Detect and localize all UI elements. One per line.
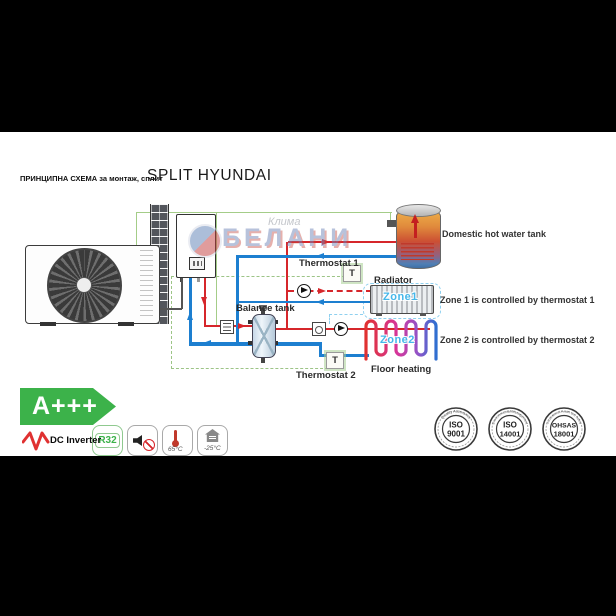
- pipe-hot-riser: [286, 242, 288, 330]
- fan-hub: [76, 277, 92, 293]
- pump-rotor: [338, 325, 345, 332]
- outdoor-unit-foot: [118, 322, 134, 326]
- display-pixels: [192, 260, 202, 266]
- check-valve-lines: [223, 323, 231, 331]
- balance-tank-bottom-stub: [261, 355, 265, 363]
- valve-dial: [315, 325, 323, 334]
- indoor-unit-display: [189, 257, 205, 270]
- thermostat1-label: Thermostat 1: [299, 258, 359, 269]
- zone1-note: Zone 1 is controlled by thermostat 1: [440, 295, 595, 305]
- balance-tank-port: [248, 320, 254, 324]
- wire-top-horizontal: [136, 212, 392, 214]
- page-title: SPLIT HYUNDAI: [147, 167, 272, 184]
- flow-arrow-right-icon: [318, 287, 326, 294]
- seal-org: ISO: [503, 421, 517, 430]
- wire-indoor-vertical: [216, 212, 218, 327]
- flow-arrow-left-icon: [203, 339, 211, 346]
- floor-heating-label: Floor heating: [371, 364, 432, 375]
- pipe-cold-riser: [236, 255, 239, 345]
- indoor-unit-stub: [197, 277, 200, 282]
- zone2-label: Zone2: [380, 334, 415, 346]
- motor-valve-icon: [312, 322, 326, 336]
- flow-arrow-up-icon: [187, 312, 193, 320]
- radiator-foot: [420, 313, 426, 316]
- pump-zone2-icon: [334, 322, 348, 336]
- coil-path: [364, 319, 438, 361]
- dhw-tank-coil: [401, 243, 434, 260]
- tank-flow-arrow-up-icon: [411, 214, 419, 223]
- thermometer-icon: [174, 430, 177, 443]
- pipe-hot-main: [274, 328, 430, 330]
- no-symbol-icon: [143, 439, 155, 451]
- flow-arrow-left-icon: [316, 298, 324, 305]
- radiator: [370, 285, 434, 314]
- flow-arrow-down-icon: [201, 297, 207, 305]
- flow-arrow-left-icon: [316, 252, 324, 259]
- radiator-foot: [376, 313, 382, 316]
- max-temp-label: 65°C: [168, 446, 183, 453]
- ohsas18001-seal: Occupational Health and Safety OHSAS 180…: [542, 407, 586, 451]
- thermostat2-sensor: T: [326, 352, 344, 369]
- balance-tank-top-valve: [259, 305, 267, 309]
- wire-thermostat1-horizontal: [171, 276, 345, 277]
- radiator-label: Radiator: [374, 275, 413, 286]
- iso14001-seal: Environmental Management ISO 14001: [488, 407, 532, 451]
- tank-sensor-port: [387, 220, 397, 227]
- balance-tank: [252, 314, 276, 358]
- pipe-cold-zone2-v: [319, 342, 322, 357]
- seal-number: 9001: [447, 430, 465, 439]
- wire-tank-drop: [390, 212, 392, 222]
- pipe-hot-dhw: [288, 241, 398, 243]
- zone1-label: Zone1: [383, 291, 418, 303]
- dhw-tank-label: Domestic hot water tank: [442, 229, 547, 239]
- zone1-boundary-link-h: [329, 314, 363, 315]
- pump-zone1-icon: [297, 284, 311, 298]
- outdoor-unit-foot: [40, 322, 56, 326]
- dc-inverter-wave-icon: [22, 431, 50, 451]
- thermometer-bulb: [172, 440, 179, 447]
- dc-inverter-label: DC Inverter: [50, 435, 102, 446]
- energy-class-label: A+++: [32, 392, 98, 420]
- balance-tank-label: Balance tank: [236, 303, 295, 314]
- tank-arrow-stem: [414, 222, 417, 238]
- min-temp-badge: -25°C: [197, 425, 228, 456]
- low-noise-badge: [127, 425, 158, 456]
- refrigerant-label: R32: [95, 433, 120, 448]
- seal-org: OHSAS: [552, 423, 577, 430]
- check-valve-icon: [220, 320, 234, 334]
- energy-class-arrow: A+++: [20, 388, 116, 425]
- pipe-hot-zone1: [288, 290, 372, 292]
- thermostat2-label: Thermostat 2: [296, 370, 356, 381]
- seal-number: 18001: [554, 430, 575, 439]
- balance-tank-port: [248, 341, 254, 345]
- zone1-boundary-link-v: [329, 314, 330, 324]
- seal-org: ISO: [449, 421, 463, 430]
- wire-thermostat2-horizontal: [171, 368, 333, 369]
- speaker-icon: [133, 435, 142, 446]
- pipe-cold-radiator-return: [237, 301, 371, 303]
- wire-thermostat-loop-vertical: [171, 276, 172, 369]
- refrigerant-line-h: [150, 308, 182, 310]
- flow-arrow-right-icon: [238, 322, 246, 329]
- refrigerant-line-v: [181, 276, 183, 309]
- scheme-subtitle: ПРИНЦИПНА СХЕМА за монтаж, сплит: [20, 174, 163, 183]
- zone2-note: Zone 2 is controlled by thermostat 2: [440, 335, 595, 345]
- floor-heating-coil: [364, 319, 438, 361]
- balance-tank-top-stub: [261, 308, 265, 316]
- min-temp-label: -25°C: [204, 445, 221, 452]
- pipe-cold-indoor-up: [189, 276, 192, 344]
- wire-outdoor-vertical: [136, 212, 138, 245]
- thermostat1-sensor: T: [343, 265, 361, 282]
- house-icon: [205, 429, 220, 442]
- max-temp-badge: 65°C: [162, 425, 193, 456]
- house-vent-lines: [209, 436, 216, 440]
- flow-arrow-right-icon: [322, 238, 330, 245]
- refrigerant-badge: R32: [92, 425, 123, 456]
- pump-rotor: [301, 287, 308, 294]
- pipe-cold-zone2-h: [319, 354, 369, 357]
- iso9001-seal: Quality Assurance ISO 9001: [434, 407, 478, 451]
- outdoor-unit-side-vents: [140, 250, 153, 317]
- seal-number: 14001: [500, 430, 521, 439]
